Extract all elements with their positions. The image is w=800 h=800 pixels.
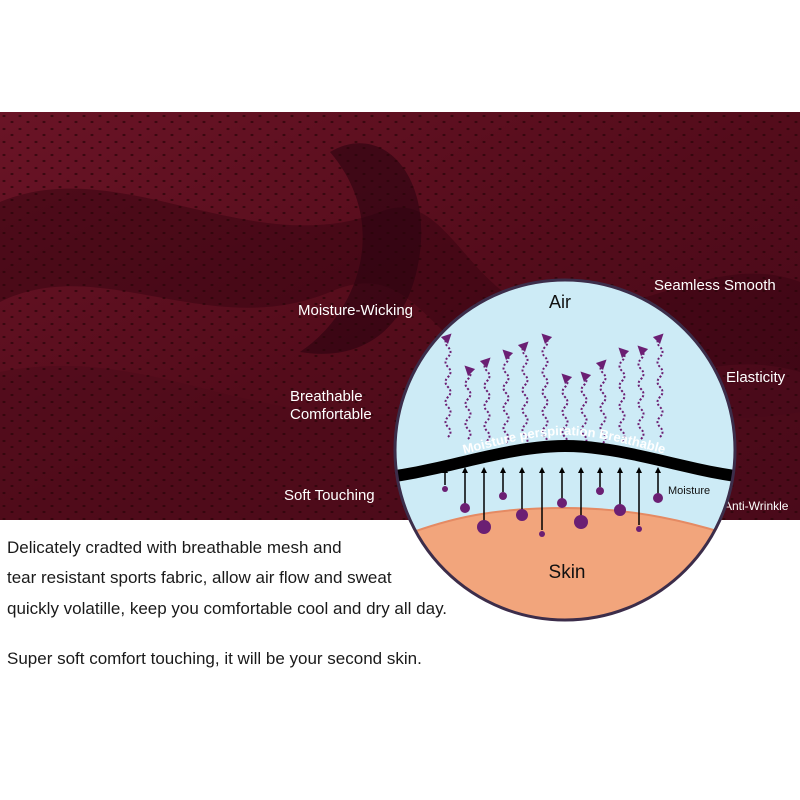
skin-label: Skin [549,562,586,583]
sweat-droplet [636,526,642,532]
sweat-droplet [477,520,491,534]
description-line-1: Delicately cradted with breathable mesh … [7,538,342,557]
sweat-droplet [539,531,545,537]
moisture-wicking-label: Moisture-Wicking [298,302,414,319]
description-line-3: quickly volatille, keep you comfortable … [7,599,448,618]
soft-touching-label: Soft Touching [284,487,375,504]
description-line-2: tear resistant sports fabric, allow air … [7,568,392,587]
seamless-smooth-label: Seamless Smooth [654,277,776,294]
comfortable-label: Comfortable [290,406,372,423]
elasticity-label: Elasticity [726,369,786,386]
description-line-4: Super soft comfort touching, it will be … [7,649,422,668]
skin-area [395,508,735,620]
breathable-label: Breathable [290,388,363,405]
anti-wrinkle-label: Anti-Wrinkle [724,499,789,513]
